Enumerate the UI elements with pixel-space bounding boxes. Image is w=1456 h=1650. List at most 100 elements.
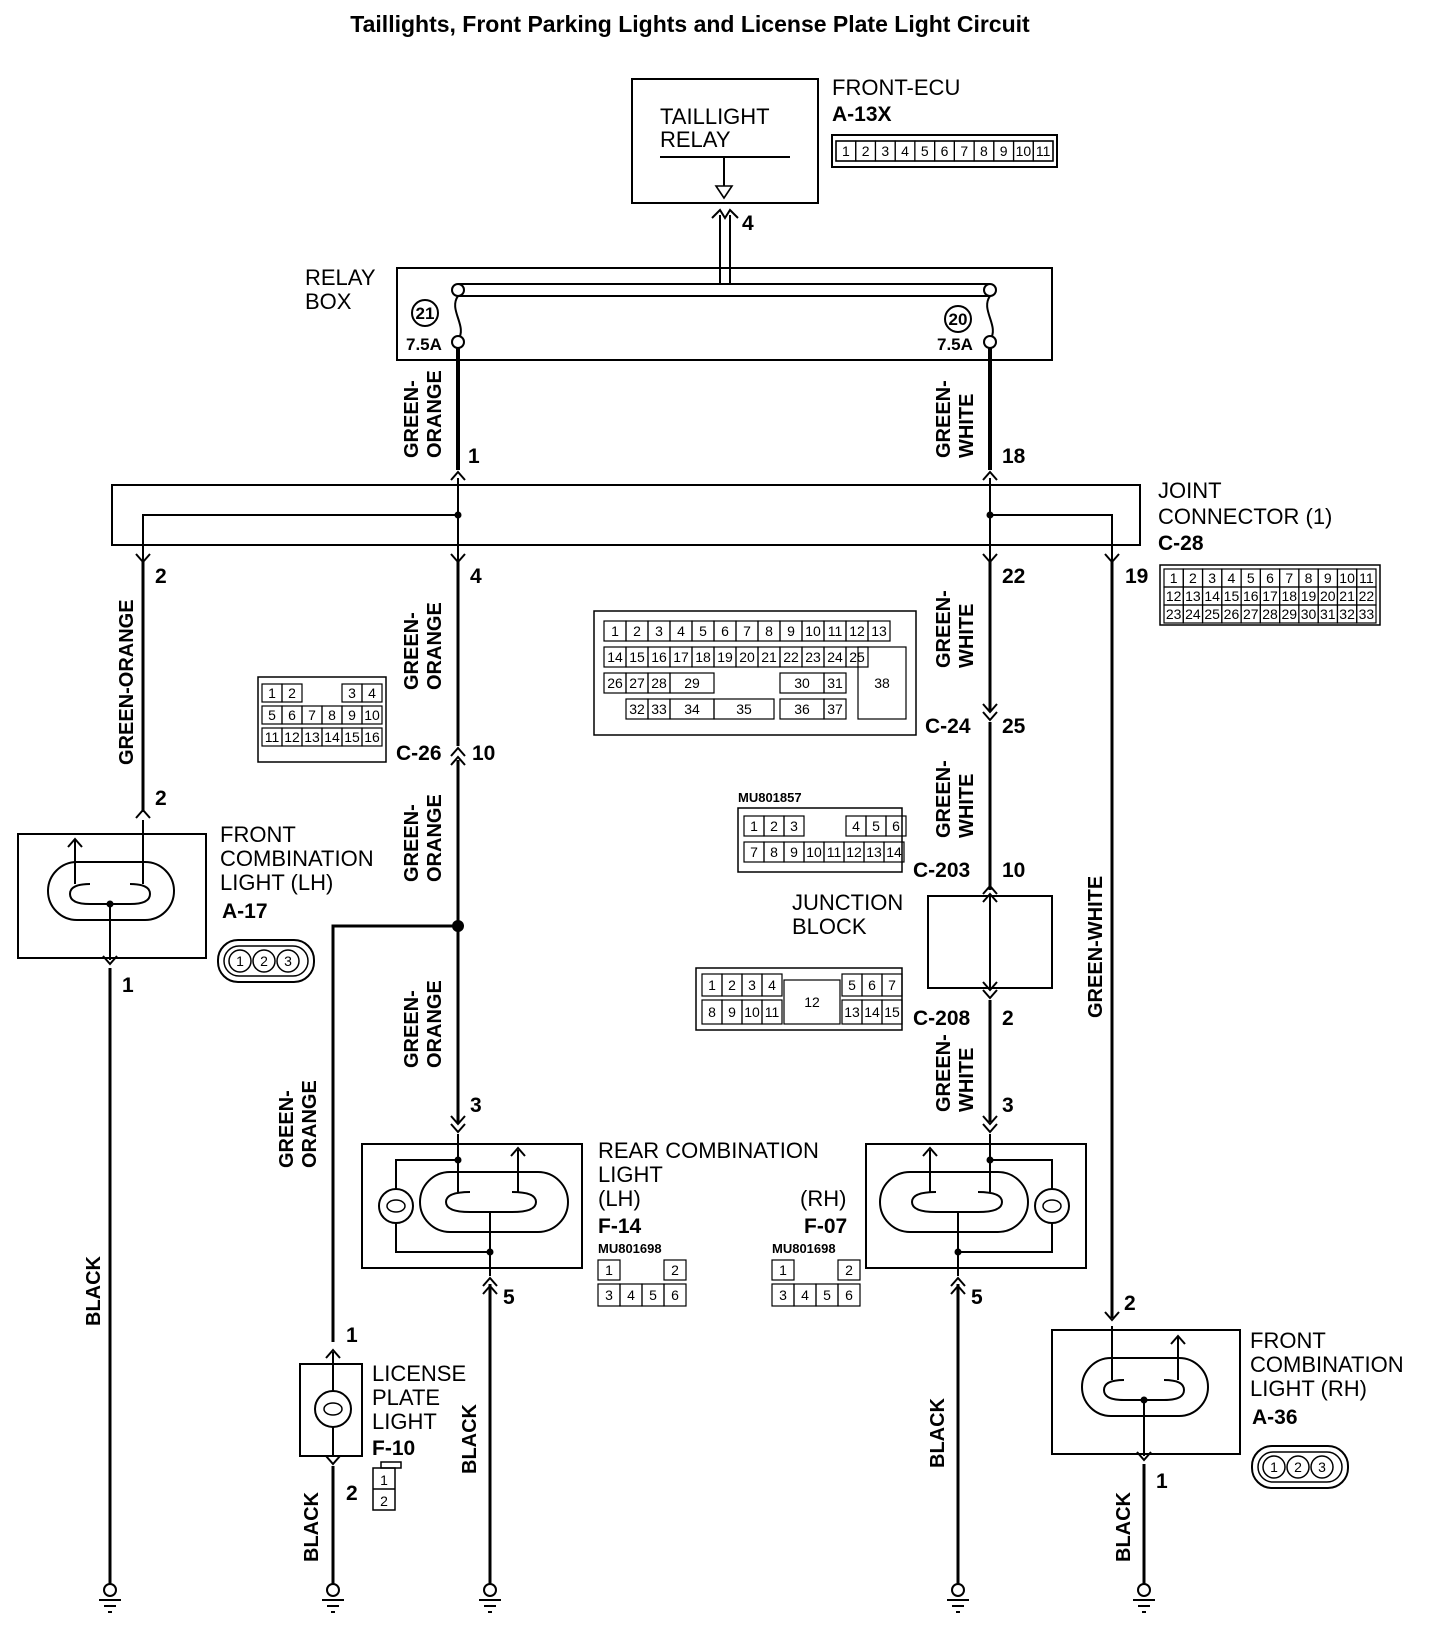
c208-cell: 9 (728, 1004, 736, 1020)
c24-cell: 4 (677, 623, 685, 639)
c24-cell: 25 (849, 649, 865, 665)
c28-cell: 25 (1204, 606, 1220, 622)
c24-cell: 33 (651, 701, 667, 717)
c24-cell: 7 (743, 623, 751, 639)
c28-cell: 7 (1285, 570, 1293, 586)
ecu-output-connector (711, 208, 739, 284)
c28-cell: 13 (1185, 588, 1201, 604)
front-lh-label-2: COMBINATION (220, 846, 374, 871)
wire-label-black-lh: BLACK (83, 1255, 105, 1326)
c24-cell: 10 (805, 623, 821, 639)
rear-cell: 6 (671, 1287, 679, 1303)
license-label-3: LIGHT (372, 1409, 437, 1434)
c24-cell: 36 (794, 701, 810, 717)
fuse-21-number: 21 (416, 304, 435, 323)
fuse-21-rating: 7.5A (406, 335, 442, 354)
front-lh-cell-2: 2 (260, 953, 268, 969)
wire-label-go-5a: GREEN- (276, 1090, 298, 1168)
c28-cell: 22 (1359, 588, 1375, 604)
rear-rh-label: (RH) (800, 1186, 846, 1211)
ecu-cell: 2 (862, 143, 870, 159)
c208-cell: 15 (884, 1004, 900, 1020)
c26-pin: 10 (472, 742, 495, 765)
joint-label-1: JOINT (1158, 478, 1222, 503)
joint-pin-4: 4 (470, 565, 482, 588)
c24-cell: 16 (651, 649, 667, 665)
front-rh-cell-1: 1 (1270, 1459, 1278, 1475)
license-label-2: PLATE (372, 1385, 440, 1410)
c28-cell: 1 (1170, 570, 1178, 586)
wire-label-black-rh: BLACK (1113, 1491, 1135, 1562)
c26-cell: 2 (288, 685, 296, 701)
front-rh-connector: 1 2 3 (1251, 1445, 1349, 1489)
c203-cell: 14 (886, 844, 902, 860)
c26-cell: 15 (344, 729, 360, 745)
c26-cell: 11 (265, 729, 280, 745)
wire-label-gw-3b: WHITE (956, 774, 978, 838)
wire-label-go-1b: ORANGE (424, 370, 446, 458)
joint-connector: JOINT CONNECTOR (1) C-28 (111, 478, 1332, 562)
rear-cell: 2 (671, 1262, 679, 1278)
wire-label-go-2b: ORANGE (424, 602, 446, 690)
front-lh-pin-2: 2 (155, 787, 167, 810)
front-lh-code: A-17 (222, 900, 268, 923)
c24-cell: 29 (684, 675, 700, 691)
ecu-cell: 3 (881, 143, 889, 159)
front-combination-light-rh: FRONT COMBINATION LIGHT (RH) A-36 1 2 3 (1051, 1326, 1404, 1489)
c208-cell: 8 (708, 1004, 716, 1020)
relay-box-label-2: BOX (305, 289, 352, 314)
license-pin-2: 2 (346, 1482, 358, 1505)
c28-cell: 16 (1243, 588, 1259, 604)
c24-cell: 37 (827, 701, 843, 717)
c24-cell: 18 (695, 649, 711, 665)
c24-cell: 20 (739, 649, 755, 665)
c28-cell: 28 (1262, 606, 1278, 622)
front-rh-pin-2: 2 (1124, 1292, 1136, 1315)
c208-cell: 5 (848, 977, 856, 993)
c24-cell: 15 (629, 649, 645, 665)
diagram-title: Taillights, Front Parking Lights and Lic… (350, 11, 1030, 37)
c203-part: MU801857 (738, 790, 802, 805)
license-plate-light: LICENSE PLATE LIGHT F-10 1 2 (299, 1352, 466, 1511)
front-ecu-name: FRONT-ECU (832, 75, 960, 100)
license-cell-2: 2 (380, 1493, 388, 1509)
rear-cell: 4 (801, 1287, 809, 1303)
wire-label-go-4a: GREEN- (401, 990, 423, 1068)
wire-label-go-3b: ORANGE (424, 794, 446, 882)
ground-lh (98, 1583, 122, 1613)
c28-cell: 8 (1305, 570, 1313, 586)
wire-label-black-rear-lh: BLACK (459, 1403, 481, 1474)
joint-pin-18: 18 (1002, 445, 1026, 468)
rear-cell: 1 (605, 1262, 613, 1278)
c24-cell: 26 (607, 675, 623, 691)
c28-cell: 23 (1166, 606, 1182, 622)
c208-cell: 13 (844, 1004, 860, 1020)
rear-lh-code: F-14 (598, 1215, 642, 1238)
wire-label-gw-3a: GREEN- (933, 760, 955, 838)
c24-cell: 32 (629, 701, 645, 717)
c26-code: C-26 (396, 742, 442, 765)
ecu-cell: 8 (980, 143, 988, 159)
ecu-cell: 5 (921, 143, 929, 159)
ecu-cell: 7 (960, 143, 968, 159)
wire-label-go-lh: GREEN-ORANGE (116, 599, 138, 765)
c208-cell: 11 (765, 1004, 780, 1020)
license-code: F-10 (372, 1437, 415, 1460)
ground-rh (1132, 1583, 1156, 1613)
junction-label-2: BLOCK (792, 914, 867, 939)
c26-cell: 5 (268, 707, 276, 723)
c203-cell: 10 (806, 844, 822, 860)
joint-pin-19: 19 (1125, 565, 1148, 588)
c203-cell: 2 (770, 818, 778, 834)
c203-cell: 9 (790, 844, 798, 860)
c28-cell: 15 (1224, 588, 1240, 604)
c24-pin: 25 (1002, 715, 1026, 738)
c28-cell: 3 (1208, 570, 1216, 586)
ecu-cell: 4 (901, 143, 909, 159)
rear-rh-pin-5: 5 (971, 1286, 983, 1309)
front-ecu-code: A-13X (832, 103, 892, 126)
c208-code: C-208 (913, 1007, 971, 1030)
c24-cell: 21 (761, 649, 777, 665)
